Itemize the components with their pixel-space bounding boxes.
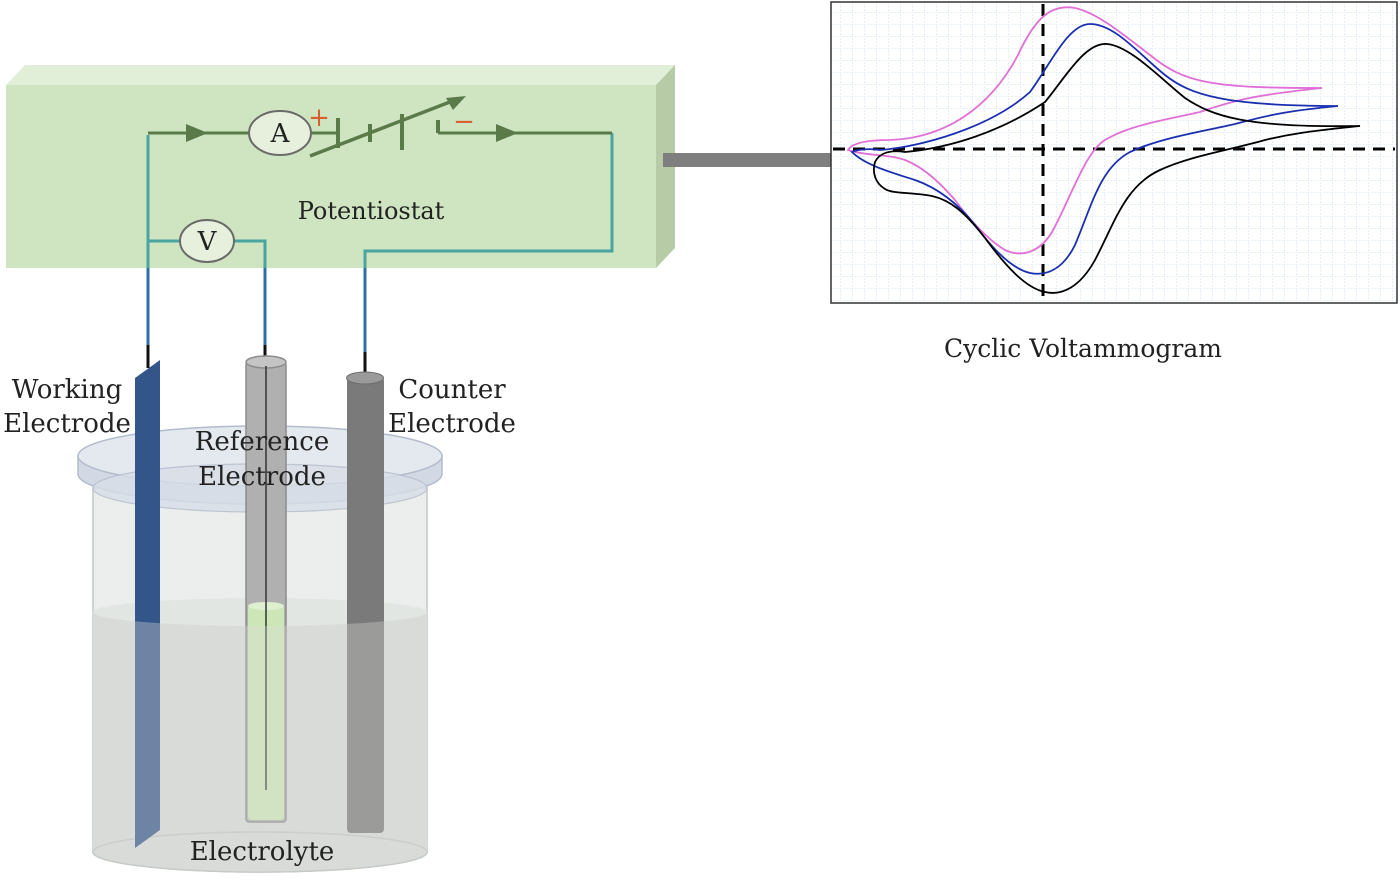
potentiostat-box — [6, 65, 675, 268]
voltmeter-right-wire — [233, 239, 267, 268]
working-electrode-label-line2: Electrode — [3, 409, 131, 439]
reference-electrode — [245, 355, 287, 823]
reference-electrode-label-line1: Reference — [195, 427, 329, 457]
voltmeter-symbol: V — [197, 227, 218, 257]
data-cable — [663, 153, 833, 167]
voltammogram-panel — [830, 1, 1398, 304]
counter-rod-top — [346, 371, 384, 385]
ammeter-symbol: A — [270, 119, 291, 149]
voltammogram-grid — [830, 1, 1398, 304]
counter-branch-wire — [363, 133, 614, 268]
cv-trace-3 — [872, 43, 1361, 294]
working-electrode — [135, 360, 160, 848]
potentiostat-top-face — [6, 65, 675, 85]
counter-electrode — [346, 371, 384, 833]
electrolyte-label: Electrolyte — [190, 837, 335, 867]
voltammogram-caption: Cyclic Voltammogram — [944, 334, 1222, 363]
plus-sign: + — [308, 103, 330, 133]
variable-arrow-line — [309, 98, 456, 158]
electrolyte-overlay — [93, 612, 427, 872]
electrode-leads — [146, 268, 367, 352]
current-arrow-icon — [496, 124, 518, 142]
ammeter-circle — [248, 110, 312, 156]
counter-electrode-label-line1: Counter — [398, 375, 506, 405]
minus-sign: − — [453, 107, 475, 137]
ammeter: A — [248, 110, 312, 156]
variable-arrow-head — [446, 96, 466, 110]
potentiostat-front-face — [6, 85, 656, 268]
counter-rod — [347, 377, 384, 833]
potentiostat-title: Potentiostat — [298, 197, 445, 225]
beaker-bottom-rim — [92, 831, 428, 873]
reference-electrode-label-line2: Electrode — [198, 462, 326, 492]
circuit-wiring — [146, 133, 614, 268]
working-electrode-label-line1: Working — [12, 375, 123, 405]
counter-electrode-label-line2: Electrode — [388, 409, 516, 439]
voltmeter: V — [179, 219, 235, 263]
current-arrow-icon — [186, 124, 208, 142]
voltmeter-circle — [179, 219, 235, 263]
